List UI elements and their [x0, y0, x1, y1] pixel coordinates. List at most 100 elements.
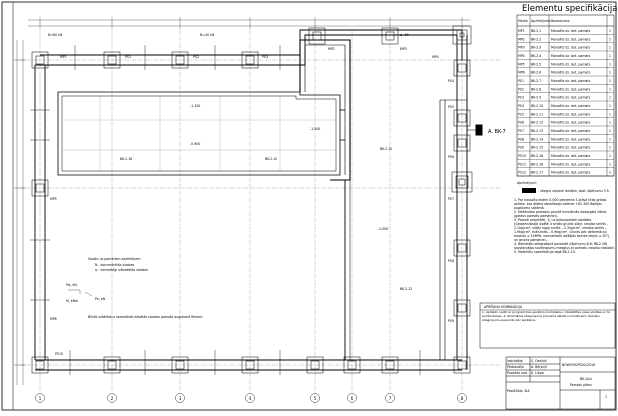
- label-bk2: BK-2.10: [265, 157, 277, 161]
- spec-cell-ref: BK-2.8: [531, 87, 541, 91]
- spec-col-nos: Nosaukums: [551, 19, 570, 23]
- label-mp6: MP6: [50, 317, 57, 321]
- tb-sheet-desc: Pamatu plāns: [570, 383, 592, 387]
- section-marker: [467, 124, 483, 136]
- label-nq3: q=60: [400, 33, 409, 37]
- spec-cell-mark: PS3: [518, 96, 524, 100]
- spec-cell-name: Monolīts dz. bet. pamats: [551, 154, 591, 158]
- footing-ps5: [453, 109, 471, 127]
- spec-cell-ref: BK-2.17: [531, 171, 543, 175]
- label-elev4: -2.000: [378, 227, 388, 231]
- spec-cell-mark: PS2: [518, 87, 524, 91]
- spec-cell-mark: MP3: [518, 46, 525, 50]
- spec-cell-name: Monolīts dz. bet. pamats: [551, 37, 591, 41]
- spec-cell-name: Monolīts dz. bet. pamats: [551, 146, 591, 150]
- label-ps9: PS9: [448, 319, 454, 323]
- spec-cell-name: Monolīts dz. bet. pamats: [551, 171, 591, 175]
- calc-box: APRĒĶINU KOMBINĀCIJA: [479, 302, 616, 349]
- spec-cell-qty: 1: [609, 37, 611, 41]
- tb-row1-a: Izstrādāja: [507, 359, 523, 363]
- label-ps5: PS5: [448, 105, 454, 109]
- label-ps7: PS7: [448, 197, 454, 201]
- spec-cell-qty: 1: [609, 129, 611, 133]
- spec-cell-name: Monolīts dz. bet. pamats: [551, 46, 591, 50]
- inner-walls: [57, 39, 351, 360]
- spec-cell-ref: BK-2.11: [531, 112, 543, 116]
- spec-cell-qty: 1: [609, 146, 611, 150]
- footing-ps4: [453, 59, 471, 77]
- tb-row2-a: Pārbaudīja: [507, 365, 524, 369]
- grid-axes: [20, 30, 500, 392]
- label-mp3: MP3: [400, 47, 407, 51]
- spec-cell-name: Monolīts dz. bet. pamats: [551, 71, 591, 75]
- spec-cell-ref: BK-2.9: [531, 96, 541, 100]
- label-bk: BK-2.16: [120, 157, 132, 161]
- load-note-line3: q - vienmērīgi izkliedētās slodzes: [95, 268, 148, 272]
- spec-cell-mark: MP4: [518, 54, 525, 58]
- load-note-line4: Blīvēt uzbēršanu normatīvās blīvētās slo…: [88, 315, 203, 319]
- label-nq: N=60 kN: [48, 33, 63, 37]
- load-note: Slodžu uz pamatiem apzīmējumi: N - konce…: [66, 257, 203, 319]
- spec-cell-name: Monolīts dz. bet. pamats: [551, 121, 591, 125]
- tb-row3-b: K. Liepa: [531, 371, 544, 375]
- spec-cell-name: Monolīts dz. bet. pamats: [551, 54, 591, 58]
- spec-cell-name: Monolīts dz. bet. pamats: [551, 29, 591, 33]
- axis-7: 7: [389, 396, 392, 401]
- footing-b3: [171, 356, 189, 374]
- spec-cell-name: Monolīts dz. bet. pamats: [551, 162, 591, 166]
- axis-4: 4: [249, 396, 252, 401]
- spec-cell-qty: 1: [609, 87, 611, 91]
- tb-company: Pasūtītājs: SIA: [507, 389, 530, 393]
- note-4: 4. Nemetālu stiegrošanā paredzēt (lāpfnu…: [514, 242, 615, 250]
- footing-ps6: [453, 134, 471, 152]
- footing-mp5: [31, 179, 49, 197]
- load-pa: Pa, kN: [95, 297, 106, 301]
- spec-cell-mark: MP2: [518, 37, 525, 41]
- spec-cell-qty: 1: [609, 154, 611, 158]
- load-note-line2: N - koncentrētās slodzes: [95, 263, 135, 267]
- spec-cell-name: Monolīts dz. bet. pamats: [551, 112, 591, 116]
- spec-cell-mark: PS1: [518, 79, 524, 83]
- spec-panel: Elementu specifikācija Marka Apzīmējums …: [516, 4, 617, 193]
- tb-code: BOW0392PS02/2018: [562, 363, 595, 367]
- note-2: 2. Mekānisko pamatus gruntē kurināmās ai…: [514, 210, 607, 218]
- axis-5: 5: [314, 396, 317, 401]
- tb-row1-b: S. Ozoliņš: [531, 359, 547, 363]
- label-ps3: PS3: [262, 55, 268, 59]
- footing-b6: [343, 356, 361, 374]
- footing-ps8: [453, 239, 471, 257]
- spec-cell-mark: PS7: [518, 129, 524, 133]
- spec-cell-ref: BK-2.16: [531, 154, 543, 158]
- note-5: 5. Materiālu specifikācija lapā BK-2.19.: [514, 250, 576, 254]
- axis-6: 6: [351, 396, 354, 401]
- spec-cell-qty: 1: [609, 171, 611, 175]
- spec-title: Elementu specifikācija: [522, 4, 617, 14]
- spec-cell-name: Monolīts dz. bet. pamats: [551, 87, 591, 91]
- label-ps8: PS8: [448, 259, 454, 263]
- footing-b7: [381, 356, 399, 374]
- spec-cell-ref: BK-2.5: [531, 62, 541, 66]
- spec-cell-qty: 1: [609, 104, 611, 108]
- label-elev1: -1.150: [190, 104, 200, 108]
- stub-marks: [30, 45, 421, 375]
- axis-8: 8: [461, 396, 464, 401]
- spec-cell-qty: 1: [609, 79, 611, 83]
- spec-cell-ref: BK-2.13: [531, 129, 543, 133]
- spec-cell-name: Monolīts dz. bet. pamats: [551, 96, 591, 100]
- footing-ps7: [451, 171, 473, 193]
- calc-title: APRĒĶINU KOMBINĀCIJA: [484, 304, 523, 309]
- label-ps6: PS6: [448, 155, 454, 159]
- legend-label: Apzīmējumi:: [517, 181, 537, 185]
- title-block-text: Izstrādāja S. Ozoliņš Pārbaudīja A. Bērz…: [507, 359, 607, 399]
- spec-cell-ref: BK-2.14: [531, 137, 543, 141]
- spec-cell-qty: 1: [609, 46, 611, 50]
- label-mp2: MP2: [328, 47, 335, 51]
- spec-cell-name: Monolīts dz. bet. pamats: [551, 104, 591, 108]
- load-note-line1: Slodžu uz pamatiem apzīmējumi:: [88, 257, 141, 261]
- spec-cell-ref: BK-2.4: [531, 54, 541, 58]
- axis-2: 2: [111, 396, 114, 401]
- spec-cell-qty: 1: [609, 29, 611, 33]
